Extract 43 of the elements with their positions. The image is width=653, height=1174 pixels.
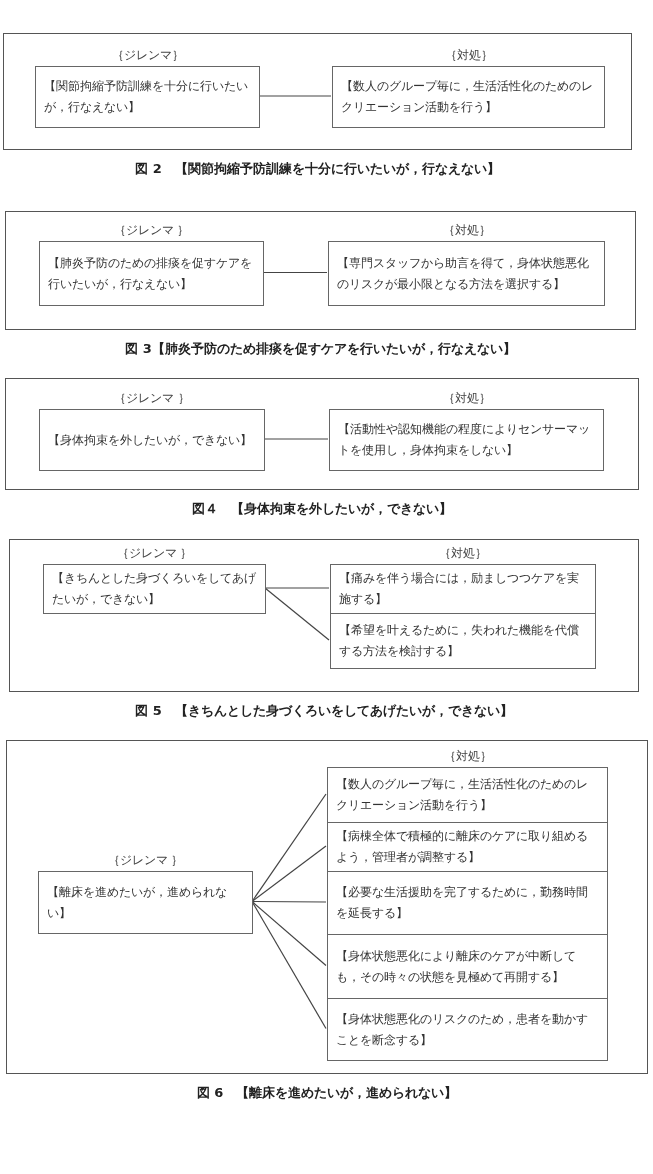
box-text: 【数人のグループ毎に，生活活性化のためのレクリエーション活動を行う】: [341, 78, 594, 116]
connector-line: [258, 95, 332, 97]
column-heading: ｛ジレンマ ｝: [113, 223, 190, 238]
figure-caption: 図 5 【きちんとした身づくろいをしてあげたいが，できない】: [135, 703, 513, 719]
column-heading: ｛対処｝: [443, 749, 492, 764]
connector-line: [264, 587, 330, 589]
connector-line: [251, 900, 327, 903]
connector-line: [264, 587, 330, 641]
text-box: [327, 934, 608, 999]
column-heading: ｛ジレンマ ｝: [107, 853, 184, 868]
figure-caption: 図 6 【離床を進めたいが，進められない】: [196, 1085, 458, 1101]
connector-line: [251, 845, 327, 903]
box-text: 【活動性や認知機能の程度によりセンサーマットを使用し，身体拘束をしない】: [338, 421, 591, 459]
box-text: 【身体状態悪化のリスクのため，患者を動かすことを断念する】: [336, 1010, 589, 1049]
box-text: 【身体状態悪化により離床のケアが中断しても，その時々の状態を見極めて再開する】: [336, 947, 577, 986]
box-text: 【病棟全体で積極的に離床のケアに取り組めるよう，管理者が調整する】: [336, 828, 589, 866]
box-text: 【関節拘縮予防訓練を十分に行いたいが，行なえない】: [44, 78, 249, 116]
box-text: 【数人のグループ毎に，生活活性化のためのレクリエーション活動を行う】: [336, 776, 589, 814]
column-heading: ｛ジレンマ ｝: [114, 391, 190, 406]
column-heading: ｛ジレンマ｝: [111, 48, 184, 63]
box-text: 【必要な生活援助を完了するために，勤務時間を延長する】: [336, 884, 589, 922]
box-text: 【身体拘束を外したいが，できない】: [48, 431, 253, 449]
box-text: 【離床を進めたいが，進められない】: [47, 883, 228, 922]
connector-line: [262, 271, 328, 274]
figure-caption: 図 2 【関節拘縮予防訓練を十分に行いたいが，行なえない】: [135, 161, 500, 177]
box-text: 【痛みを伴う場合には，励ましつつケアを実施する】: [339, 570, 580, 608]
box-text: 【きちんとした身づくろいをしてあげたいが，できない】: [52, 570, 257, 608]
box-text: 【専門スタッフから助言を得て，身体状態悪化のリスクが最小限となる方法を選択する】: [337, 254, 590, 293]
text-box: [327, 871, 608, 935]
connector-line: [263, 438, 329, 440]
box-text: 【希望を叶えるために，失われた機能を代償する方法を検討する】: [339, 622, 580, 660]
text-box: [327, 998, 608, 1061]
text-box: [330, 613, 596, 669]
column-heading: ｛対処｝: [442, 223, 491, 238]
figure-caption: 図 3【肺炎予防のため排痰を促すケアを行いたいが，行なえない】: [125, 341, 516, 357]
figure-caption: 図４ 【身体拘束を外したいが，できない】: [192, 501, 452, 517]
box-text: 【肺炎予防のための排痰を促すケアを行いたいが，行なえない】: [48, 254, 253, 293]
text-box: [327, 822, 608, 872]
column-heading: ｛対処｝: [442, 391, 491, 406]
column-heading: ｛対処｝: [444, 48, 493, 63]
column-heading: ｛対処｝: [439, 546, 487, 561]
column-heading: ｛ジレンマ ｝: [116, 546, 193, 561]
connector-line: [251, 900, 327, 967]
